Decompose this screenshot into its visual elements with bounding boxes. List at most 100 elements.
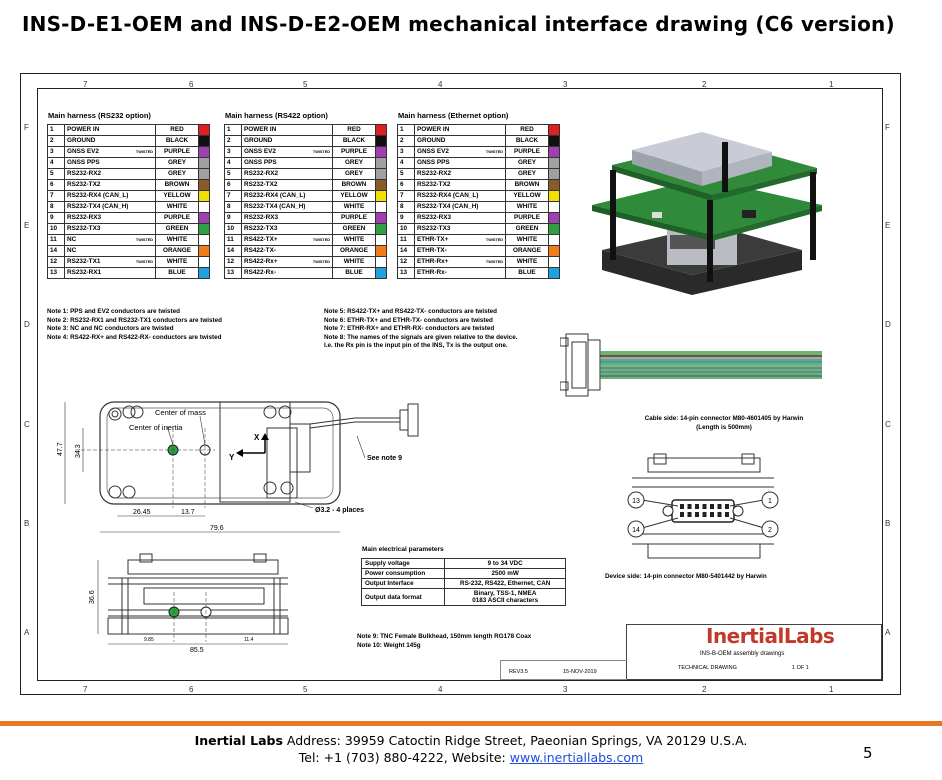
connector-pin	[717, 512, 722, 517]
zone-label: 7	[83, 685, 88, 694]
wire-color-swatch	[375, 245, 387, 257]
param-name: Supply voltage	[360, 558, 446, 569]
wire-color-swatch	[375, 179, 387, 191]
signal-name: RS232-RX4 (CAN_L)	[241, 190, 333, 202]
wire-color-swatch	[548, 201, 560, 213]
wire-color-swatch	[375, 234, 387, 246]
signal-name: RS232-RX3	[64, 212, 156, 224]
connector-pin	[680, 504, 684, 509]
param-name: Power consumption	[360, 568, 446, 579]
dim-13-7: 13.7	[181, 509, 195, 516]
rev-box	[500, 660, 627, 680]
wire-color-swatch	[375, 146, 387, 158]
param-name: Output Interface	[360, 578, 446, 589]
pin-number: 7	[47, 190, 65, 202]
wire-color-swatch	[198, 234, 210, 246]
zone-label: C	[885, 420, 891, 429]
wire-color-swatch	[198, 201, 210, 213]
wire-color-swatch	[548, 168, 560, 180]
pin-number: 10	[397, 223, 415, 235]
wire-color-swatch	[375, 212, 387, 224]
param-value: 2500 mW	[444, 568, 566, 579]
note-9: Note 9: TNC Female Bulkhead, 150mm lengt…	[357, 633, 532, 640]
signal-name: RS232-TX4 (CAN_H)	[414, 201, 506, 213]
signal-name: GNSS PPS	[64, 157, 156, 169]
signal-name: GNSS PPS	[414, 157, 506, 169]
wire-color-name: GREEN	[155, 223, 199, 235]
wire-color-swatch	[375, 124, 387, 136]
param-value: Binary, TSS-1, NMEA 0183 ASCII character…	[444, 588, 566, 606]
wire-color-name: BLACK	[505, 135, 549, 147]
signal-name: ETHR-TX+TWISTED	[414, 234, 506, 246]
wire-color-swatch	[548, 212, 560, 224]
wire-color-name: BROWN	[505, 179, 549, 191]
device-side-connector-view: 13 1 14 2	[627, 453, 779, 559]
zone-label: B	[24, 519, 30, 528]
inertial-labs-logo: InertialLabs	[706, 624, 835, 648]
wire-color-swatch	[548, 135, 560, 147]
wire-color-swatch	[375, 223, 387, 235]
connector-pin	[680, 512, 684, 517]
pin-number: 14	[224, 245, 242, 257]
signal-name: RS232-TX2	[241, 179, 333, 191]
wire-color-swatch	[375, 168, 387, 180]
dim-26-45: 26.45	[133, 509, 151, 516]
see-note-9: See note 9	[367, 455, 402, 462]
wire-color-name: BLUE	[505, 267, 549, 279]
dim-85-5: 85.5	[190, 647, 204, 654]
pin-number: 10	[47, 223, 65, 235]
wire-color-swatch	[375, 135, 387, 147]
zone-label: 2	[702, 80, 707, 89]
wire-color-swatch	[198, 179, 210, 191]
dim-11-4: 11.4	[244, 637, 254, 643]
pin-number: 12	[397, 256, 415, 268]
title-block	[626, 624, 882, 680]
wire-color-name: PURPLE	[505, 212, 549, 224]
pin-number: 5	[397, 168, 415, 180]
param-value: 9 to 34 VDC	[444, 558, 566, 569]
wire-color-name: ORANGE	[155, 245, 199, 257]
wire-color-name: BLACK	[332, 135, 376, 147]
dim-9-85: 9.85	[144, 637, 154, 643]
wire-color-name: BLUE	[155, 267, 199, 279]
zone-label: F	[24, 123, 29, 132]
wire-color-swatch	[375, 256, 387, 268]
wire-color-swatch	[548, 179, 560, 191]
wire-color-swatch	[548, 146, 560, 158]
holes-callout: Ø3.2 - 4 places	[315, 507, 364, 514]
pin-number: 10	[224, 223, 242, 235]
connector-pin	[687, 512, 692, 517]
footer-website-link[interactable]: www.inertiallabs.com	[509, 750, 644, 765]
device-side-caption: Device side: 14-pin connector M80-540144…	[605, 573, 767, 580]
twisted-icon: TWISTED	[312, 260, 330, 264]
wire-color-swatch	[198, 135, 210, 147]
signal-name: RS232-TX2	[64, 179, 156, 191]
wire-color-name: RED	[332, 124, 376, 136]
signal-name: POWER IN	[414, 124, 506, 136]
footer-company: Inertial Labs	[194, 733, 283, 748]
pin-number: 13	[224, 267, 242, 279]
signal-name: RS232-RX1	[64, 267, 156, 279]
zone-label: 2	[702, 685, 707, 694]
wire-color-name: PURPLE	[155, 212, 199, 224]
signal-name: RS422-Rx+TWISTED	[241, 256, 333, 268]
zone-label: 1	[829, 80, 834, 89]
zone-label: 1	[829, 685, 834, 694]
pin-number: 11	[397, 234, 415, 246]
wire-color-name: BLUE	[332, 267, 376, 279]
wire-color-name: BROWN	[332, 179, 376, 191]
